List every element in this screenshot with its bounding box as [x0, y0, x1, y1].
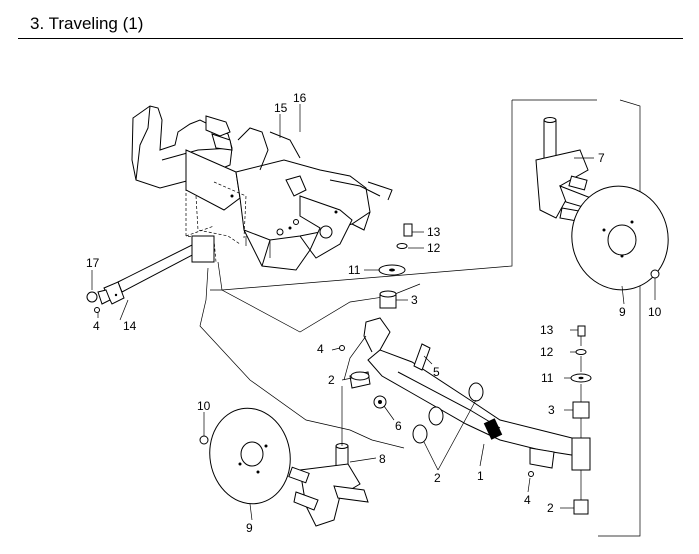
- callout-12-upper: 12: [427, 241, 441, 255]
- callout-8: 8: [379, 452, 386, 466]
- callout-2-lower: 2: [434, 471, 441, 485]
- callout-5: 5: [433, 365, 440, 379]
- callout-13-right: 13: [540, 323, 554, 337]
- lower-wheel: [199, 386, 369, 527]
- callout-16: 16: [293, 91, 307, 105]
- callout-17: 17: [86, 256, 100, 270]
- callouts: 15 16 7 13 12 11 3 17 4 14 9 10 13 12 4 …: [86, 91, 662, 535]
- inset-frame: [210, 99, 641, 537]
- callout-12-right: 12: [540, 345, 554, 359]
- callout-10-lower: 10: [197, 399, 211, 413]
- callout-1: 1: [477, 469, 484, 483]
- center-stack: [339, 223, 484, 444]
- upper-wheel: [535, 117, 669, 291]
- callout-6: 6: [395, 419, 402, 433]
- callout-4-center: 4: [317, 342, 324, 356]
- callout-13-upper: 13: [427, 225, 441, 239]
- right-stack: [528, 325, 592, 515]
- callout-2-right: 2: [547, 501, 554, 515]
- callout-7: 7: [598, 151, 605, 165]
- callout-3-right: 3: [548, 403, 555, 417]
- callout-15: 15: [274, 101, 288, 115]
- callout-3-upper: 3: [411, 293, 418, 307]
- callout-4-right: 4: [524, 493, 531, 507]
- callout-9-lower: 9: [246, 521, 253, 535]
- callout-9-upper: 9: [619, 305, 626, 319]
- title-rule: [18, 38, 683, 39]
- page-title: 3. Traveling (1): [30, 14, 144, 33]
- callout-11-right: 11: [541, 371, 554, 385]
- chassis-frame: [131, 105, 393, 271]
- pivot-shaft: [86, 235, 215, 313]
- callout-10-upper: 10: [648, 305, 662, 319]
- callout-11-upper: 11: [348, 263, 361, 277]
- callout-14: 14: [123, 319, 137, 333]
- callout-2-center: 2: [328, 373, 335, 387]
- callout-4-left: 4: [93, 319, 100, 333]
- leader-lines: [91, 104, 656, 521]
